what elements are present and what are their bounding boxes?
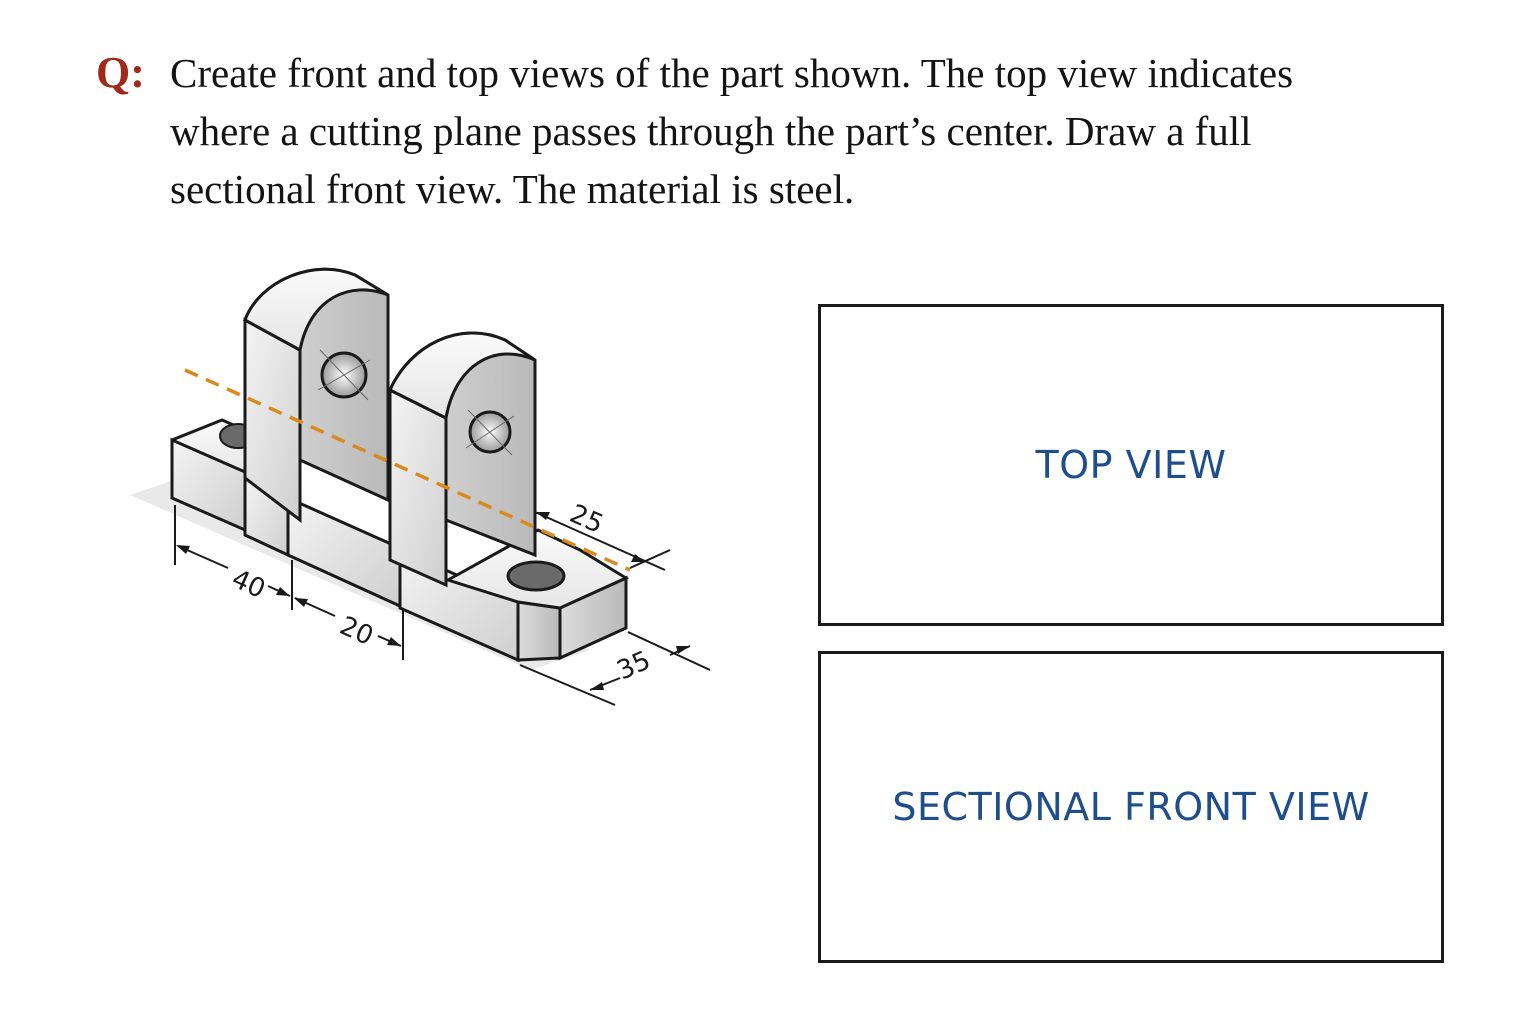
dimension-label-40: 40 xyxy=(227,564,269,605)
question-line-2: where a cutting plane passes through the… xyxy=(170,108,1252,154)
dimension-label-20: 20 xyxy=(335,611,377,652)
cutting-plane-line xyxy=(184,368,631,572)
question-label: Q: xyxy=(96,48,145,97)
sectional-front-view-box[interactable]: SECTIONAL FRONT VIEW xyxy=(818,651,1444,963)
sectional-front-view-label: SECTIONAL FRONT VIEW xyxy=(892,785,1370,829)
question-line-3: sectional front view. The material is st… xyxy=(170,166,855,212)
dimension-35 xyxy=(519,631,711,706)
dimension-40-20 xyxy=(174,505,404,660)
question-line-1: Create front and top views of the part s… xyxy=(170,50,1294,96)
left-upright xyxy=(243,267,390,524)
dimension-label-35: 35 xyxy=(613,646,655,687)
isometric-part-drawing: 40 20 25 35 xyxy=(130,267,711,706)
base-hole-right xyxy=(506,560,566,592)
dimension-25 xyxy=(534,511,671,571)
question-text: Create front and top views of the part s… xyxy=(170,44,1490,218)
dimension-label-25: 25 xyxy=(565,499,607,540)
right-upright xyxy=(388,331,537,588)
top-view-label: TOP VIEW xyxy=(1035,443,1227,487)
top-view-box[interactable]: TOP VIEW xyxy=(818,304,1444,626)
